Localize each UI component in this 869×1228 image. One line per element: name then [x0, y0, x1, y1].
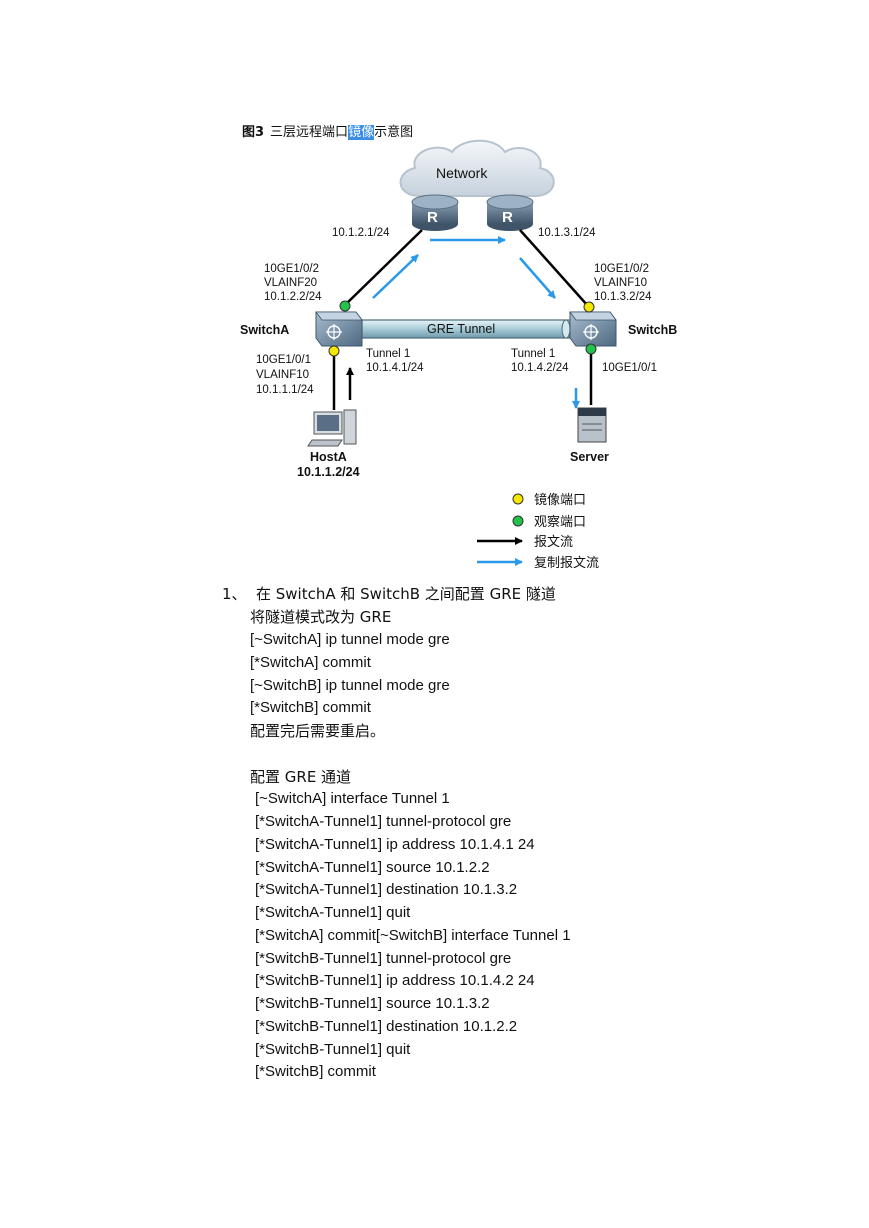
legend: 镜像端口 观察端口 报文流 复制报文流	[477, 493, 599, 571]
left-router-ip: 10.1.2.1/24	[332, 227, 390, 239]
figure-title-pre: 三层远程端口	[270, 125, 349, 140]
switchA-tunnel-ip: 10.1.4.1/24	[366, 362, 424, 374]
doc-line: [*SwitchA-Tunnel1] quit	[255, 904, 411, 921]
doc-line: [*SwitchA-Tunnel1] ip address 10.1.4.1 2…	[255, 836, 535, 853]
switchB-tunnel-ip: 10.1.4.2/24	[511, 362, 569, 374]
figure-caption: 图3 三层远程端口镜像示意图	[242, 121, 413, 140]
switchB-up-port-3: 10.1.3.2/24	[594, 291, 652, 303]
figure-number: 图3	[242, 125, 265, 140]
switchB-observe-port-dot	[585, 343, 597, 355]
copy-flow-arrow-down	[519, 257, 556, 299]
server-icon	[577, 407, 607, 443]
legend-copy-label: 复制报文流	[534, 556, 599, 571]
doc-line: [*SwitchA] commit[~SwitchB] interface Tu…	[255, 927, 571, 944]
network-cloud: Network	[399, 139, 555, 197]
legend-mirror-label: 镜像端口	[534, 493, 586, 508]
doc-line: [*SwitchA-Tunnel1] destination 10.1.3.2	[255, 881, 518, 898]
switchB-up-port-2: VLAINF10	[594, 277, 647, 289]
doc-line: [*SwitchB] commit	[250, 699, 371, 716]
switchA-observe-port-dot	[339, 300, 351, 312]
router-right-icon: R	[486, 194, 534, 231]
right-router-ip: 10.1.3.1/24	[538, 227, 596, 239]
doc-line: [*SwitchB-Tunnel1] destination 10.1.2.2	[255, 1018, 518, 1035]
hostA-computer-icon	[307, 409, 357, 447]
doc-line: [*SwitchA-Tunnel1] tunnel-protocol gre	[255, 813, 512, 830]
doc-line: [~SwitchA] ip tunnel mode gre	[250, 631, 450, 648]
switchA-down-port-3: 10.1.1.1/24	[256, 384, 314, 396]
link-switchA-router	[344, 229, 423, 306]
network-label: Network	[436, 165, 488, 181]
switchA-up-port-3: 10.1.2.2/24	[264, 291, 322, 303]
switchA-down-port-2: VLAINF10	[256, 369, 309, 381]
doc-line: [*SwitchB-Tunnel1] ip address 10.1.4.2 2…	[255, 972, 535, 989]
network-diagram: Network R R GRE Tunnel	[240, 139, 677, 571]
switchA-icon	[315, 311, 363, 347]
switchB-mirror-port-dot	[583, 301, 595, 313]
doc-line: [*SwitchB-Tunnel1] tunnel-protocol gre	[255, 950, 512, 967]
server-label: Server	[570, 450, 609, 464]
router-left-glyph: R	[427, 209, 438, 226]
switchB-up-port-1: 10GE1/0/2	[594, 263, 649, 275]
doc-line: 配置完后需要重启。	[250, 722, 386, 740]
hostA-ip: 10.1.1.2/24	[297, 465, 360, 479]
switchA-tunnel-name: Tunnel 1	[366, 348, 410, 360]
link-router-switchB	[519, 229, 589, 307]
doc-line: [~SwitchB] ip tunnel mode gre	[250, 677, 450, 694]
hostA-label: HostA	[310, 450, 347, 464]
gre-tunnel-label: GRE Tunnel	[427, 322, 495, 336]
switchB-label: SwitchB	[628, 323, 677, 337]
step-number: 1、	[222, 585, 247, 603]
switchA-up-port-1: 10GE1/0/2	[264, 263, 319, 275]
figure-title-highlight: 镜像	[348, 125, 375, 140]
step-title: 在 SwitchA 和 SwitchB 之间配置 GRE 隧道	[256, 585, 556, 603]
doc-line: 将隧道模式改为 GRE	[250, 608, 392, 626]
doc-line: [*SwitchB] commit	[255, 1063, 376, 1080]
legend-observe-dot	[512, 515, 524, 527]
figure-title-post: 示意图	[374, 125, 414, 140]
doc-line: [*SwitchA-Tunnel1] source 10.1.2.2	[255, 859, 490, 876]
router-left-icon: R	[411, 194, 459, 231]
section2-title: 配置 GRE 通道	[250, 768, 352, 786]
switchB-tunnel-name: Tunnel 1	[511, 348, 555, 360]
switchA-up-port-2: VLAINF20	[264, 277, 317, 289]
legend-observe-label: 观察端口	[534, 515, 586, 530]
legend-mirror-dot	[512, 493, 524, 505]
switchA-label: SwitchA	[240, 323, 289, 337]
copy-flow-arrow-up	[372, 254, 419, 299]
doc-line: [*SwitchA] commit	[250, 654, 371, 671]
switchB-icon	[569, 311, 617, 347]
router-right-glyph: R	[502, 209, 513, 226]
switchA-mirror-port-dot	[328, 345, 340, 357]
doc-line: [*SwitchB-Tunnel1] quit	[255, 1041, 411, 1058]
doc-line: [~SwitchA] interface Tunnel 1	[255, 790, 450, 807]
doc-line: [*SwitchB-Tunnel1] source 10.1.3.2	[255, 995, 490, 1012]
gre-tunnel: GRE Tunnel	[361, 319, 571, 339]
legend-flow-label: 报文流	[534, 535, 573, 550]
switchB-down-port: 10GE1/0/1	[602, 362, 657, 374]
switchA-down-port-1: 10GE1/0/1	[256, 354, 311, 366]
